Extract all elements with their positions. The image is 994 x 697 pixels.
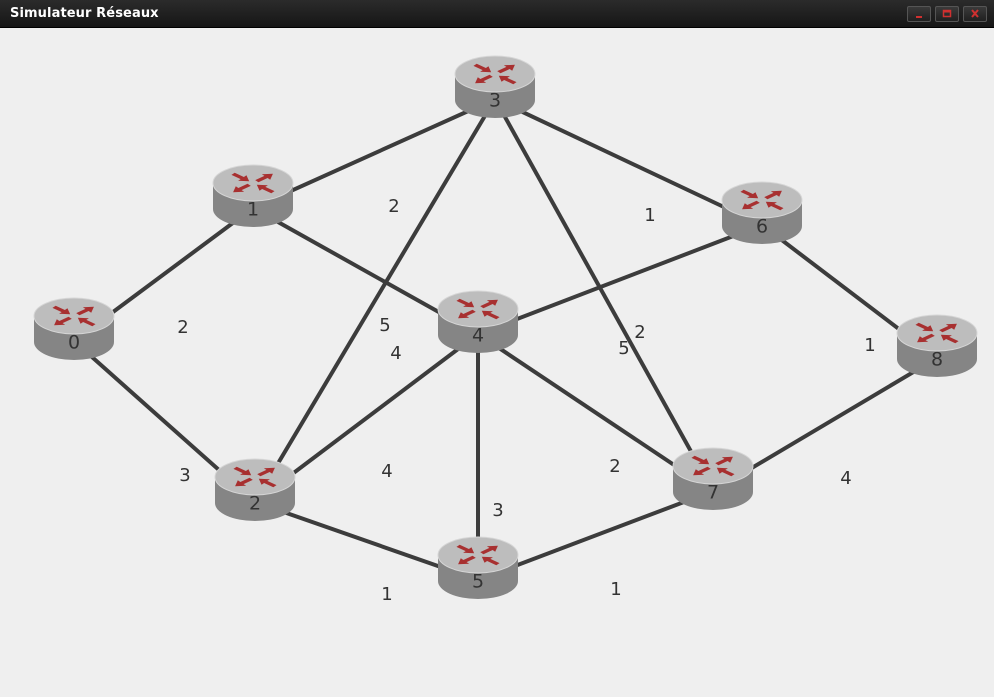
router-icon [721, 181, 803, 244]
link-weight-label: 4 [840, 468, 851, 489]
router-label: 4 [472, 325, 484, 347]
link-weight-label: 1 [864, 335, 875, 356]
minimize-button[interactable] [907, 6, 931, 22]
router-label: 5 [472, 571, 484, 593]
link-weight-label: 4 [381, 461, 392, 482]
router-7[interactable]: 7 [672, 447, 754, 510]
link-weight-label: 5 [379, 315, 390, 336]
link-weight-label: 5 [618, 338, 629, 359]
link-weight-label: 2 [609, 456, 620, 477]
router-label: 2 [249, 493, 261, 515]
link-1-3[interactable] [252, 97, 496, 210]
router-4[interactable]: 4 [437, 290, 519, 353]
router-label: 1 [247, 199, 259, 221]
router-icon [454, 55, 536, 118]
link-weight-label: 3 [492, 500, 503, 521]
router-icon [214, 458, 296, 521]
router-6[interactable]: 6 [721, 181, 803, 244]
link-weight-label: 3 [179, 465, 190, 486]
router-5[interactable]: 5 [437, 536, 519, 599]
link-weight-label: 2 [634, 322, 645, 343]
maximize-icon [942, 9, 952, 18]
router-icon [896, 314, 978, 377]
link-weight-label: 2 [388, 196, 399, 217]
router-icon [33, 297, 115, 360]
link-3-7[interactable] [493, 98, 715, 492]
router-2[interactable]: 2 [214, 458, 296, 521]
link-4-6[interactable] [477, 223, 763, 336]
maximize-button[interactable] [935, 6, 959, 22]
router-8[interactable]: 8 [896, 314, 978, 377]
minimize-icon [916, 16, 922, 18]
router-icon [437, 536, 519, 599]
router-icon [212, 164, 294, 227]
router-label: 0 [68, 332, 80, 354]
router-label: 7 [707, 482, 719, 504]
router-icon [672, 447, 754, 510]
link-2-3[interactable] [253, 97, 497, 504]
router-0[interactable]: 0 [33, 297, 115, 360]
link-weight-label: 4 [390, 343, 401, 364]
link-weight-label: 1 [381, 584, 392, 605]
link-weight-label: 1 [610, 579, 621, 600]
router-label: 3 [489, 90, 501, 112]
link-3-6[interactable] [494, 97, 763, 227]
router-1[interactable]: 1 [212, 164, 294, 227]
close-icon [971, 9, 979, 18]
router-icon [437, 290, 519, 353]
router-label: 6 [756, 216, 768, 238]
router-3[interactable]: 3 [454, 55, 536, 118]
link-weight-label: 2 [177, 317, 188, 338]
title-bar[interactable]: Simulateur Réseaux [0, 0, 994, 28]
close-button[interactable] [963, 6, 987, 22]
link-weight-label: 1 [644, 205, 655, 226]
router-label: 8 [931, 349, 943, 371]
window-title: Simulateur Réseaux [10, 6, 159, 21]
